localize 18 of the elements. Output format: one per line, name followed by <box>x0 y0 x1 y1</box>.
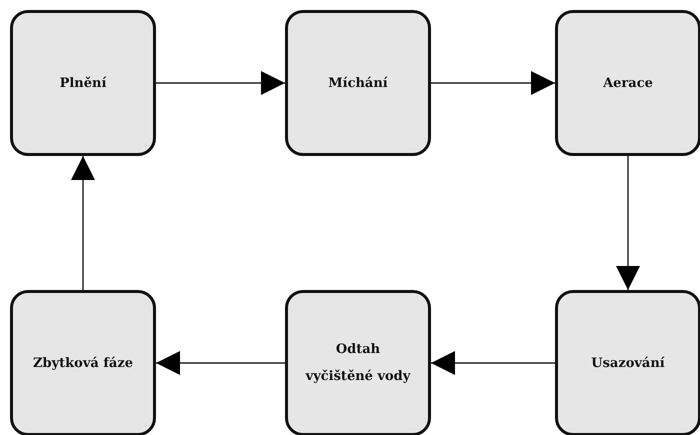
step-label: Odtah vyčištěné vody <box>304 341 412 386</box>
process-box <box>10 290 156 435</box>
arrow <box>71 156 95 290</box>
arrow <box>156 71 285 95</box>
step-label: Plnění <box>60 74 106 92</box>
arrow <box>156 351 285 375</box>
arrow <box>431 71 555 95</box>
step-label: Zbytková fáze <box>33 354 133 372</box>
process-box <box>285 290 431 435</box>
step-label: Aerace <box>603 74 653 92</box>
process-box <box>555 10 700 156</box>
step-label: Míchání <box>328 74 388 92</box>
process-box <box>10 10 156 156</box>
arrow <box>616 156 640 290</box>
process-box <box>285 10 431 156</box>
process-box <box>555 290 700 435</box>
step-label: Usazování <box>591 354 665 372</box>
arrow <box>431 351 555 375</box>
